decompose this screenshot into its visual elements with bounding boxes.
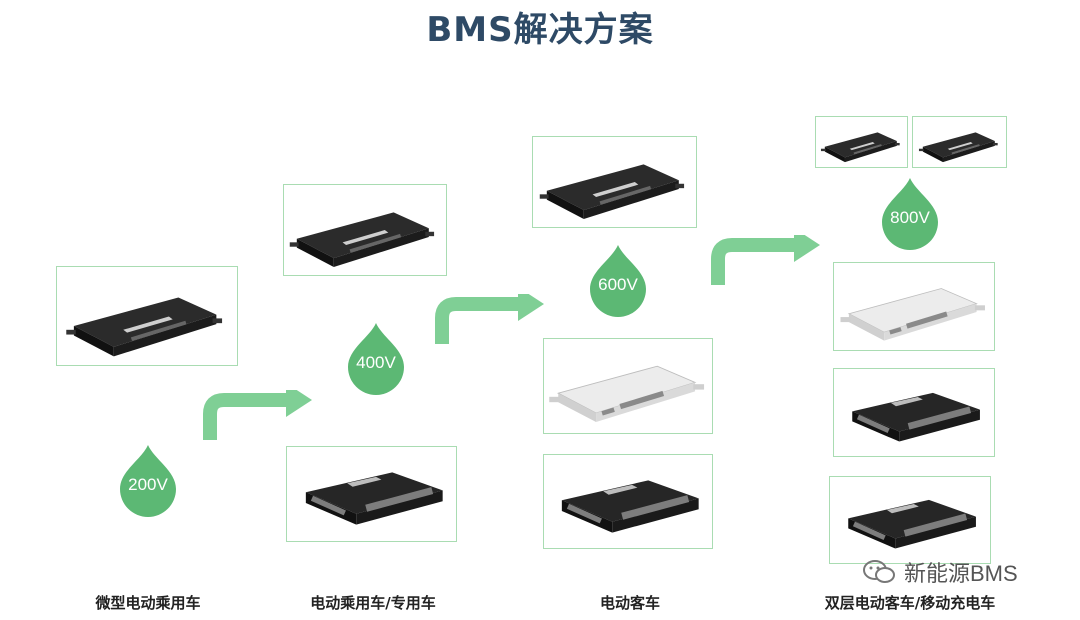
caption-electric-bus: 电动客车 xyxy=(599,594,660,612)
bms-module-image xyxy=(820,132,900,163)
page-title: BMS解决方案 xyxy=(426,10,654,50)
product-image-800v-top-right xyxy=(912,116,1007,168)
watermark-text: 新能源BMS xyxy=(904,561,1018,586)
step-arrow-icon xyxy=(711,235,820,285)
drop-pin-icon xyxy=(120,445,176,517)
caption-passenger-special: 电动乘用车/专用车 xyxy=(310,594,436,612)
product-image-800v-3 xyxy=(829,476,991,564)
bms-module-image xyxy=(65,297,222,356)
product-image-600v-middle xyxy=(543,338,713,434)
voltage-label: 600V xyxy=(598,275,638,294)
voltage-label: 200V xyxy=(128,475,168,494)
bms-module-image xyxy=(305,472,443,525)
bms-module-image xyxy=(918,132,998,163)
drop-pin-icon xyxy=(882,178,938,250)
product-image-micro xyxy=(56,266,238,366)
voltage-marker-800v: 800V xyxy=(880,178,940,250)
drop-pin-icon xyxy=(348,323,404,395)
bms-module-image xyxy=(561,479,699,533)
step-arrow-icon xyxy=(435,294,544,344)
watermark: 新能源BMS xyxy=(862,556,1018,588)
drop-pin-icon xyxy=(590,245,646,317)
bms-module-image xyxy=(289,212,435,267)
bms-module-image xyxy=(539,164,684,219)
bms-module-image xyxy=(852,392,980,442)
voltage-marker-200v: 200V xyxy=(118,445,178,517)
product-image-400v-top xyxy=(283,184,447,276)
bms-module-image xyxy=(840,287,986,341)
voltage-label: 800V xyxy=(890,208,930,227)
product-image-800v-1 xyxy=(833,262,995,351)
caption-micro-ev: 微型电动乘用车 xyxy=(95,594,201,612)
product-image-600v-top xyxy=(532,136,697,228)
product-image-800v-top-left xyxy=(815,116,908,168)
voltage-marker-400v: 400V xyxy=(346,323,406,395)
bms-module-image xyxy=(548,365,705,423)
wechat-icon xyxy=(863,560,895,583)
bms-module-image xyxy=(848,499,976,549)
product-image-400v-bottom xyxy=(286,446,457,542)
product-image-800v-2 xyxy=(833,368,995,457)
voltage-label: 400V xyxy=(356,353,396,372)
caption-double-decker: 双层电动客车/移动充电车 xyxy=(824,594,996,612)
voltage-marker-600v: 600V xyxy=(588,245,648,317)
product-image-600v-bottom xyxy=(543,454,713,549)
step-arrow-icon xyxy=(203,390,312,440)
